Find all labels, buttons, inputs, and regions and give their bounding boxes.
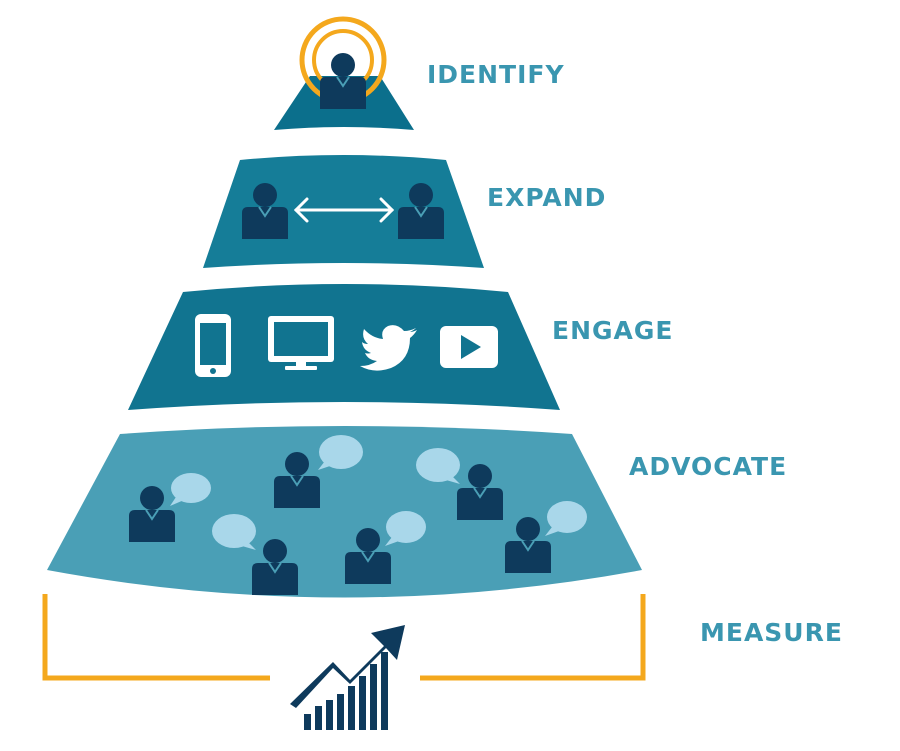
person-speech-bubble-icon bbox=[212, 514, 299, 596]
twitter-bird-icon bbox=[360, 325, 417, 371]
person-speech-bubble-icon bbox=[416, 448, 504, 521]
level-label-advocate: ADVOCATE bbox=[629, 452, 788, 481]
target-person-icon bbox=[299, 16, 387, 110]
tier-engage bbox=[128, 284, 560, 410]
measure-bracket bbox=[42, 594, 646, 681]
level-label-identify: IDENTIFY bbox=[427, 60, 565, 89]
tier-advocate bbox=[47, 426, 642, 598]
smartphone-icon bbox=[195, 314, 231, 377]
level-label-expand: EXPAND bbox=[487, 183, 607, 212]
video-play-icon bbox=[440, 326, 498, 368]
level-label-engage: ENGAGE bbox=[552, 316, 674, 345]
person-speech-bubble-icon bbox=[273, 435, 363, 509]
monitor-icon bbox=[268, 316, 334, 370]
person-speech-bubble-icon bbox=[128, 473, 211, 543]
growth-chart-icon bbox=[290, 625, 405, 730]
person-speech-bubble-icon bbox=[504, 501, 587, 574]
level-label-measure: MEASURE bbox=[700, 618, 843, 647]
person-speech-bubble-icon bbox=[344, 511, 426, 585]
double-arrow-icon bbox=[293, 197, 395, 223]
